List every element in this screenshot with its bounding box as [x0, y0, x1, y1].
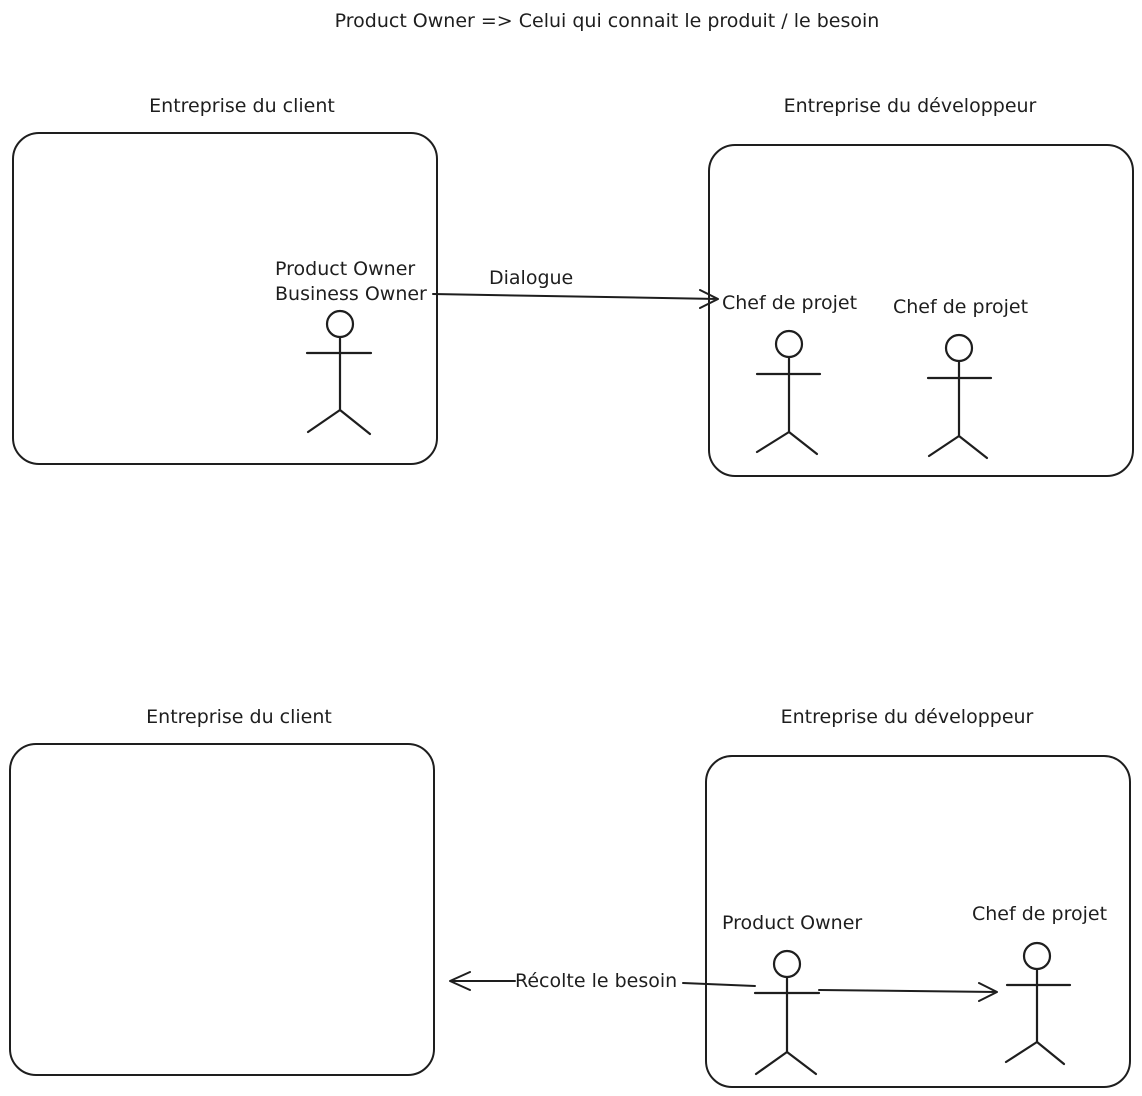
- client-actor-label-line2: Business Owner: [275, 283, 427, 305]
- dialogue-arrow: [432, 289, 719, 309]
- developer-company-box: [708, 144, 1134, 477]
- client-company-label-2: Entreprise du client: [146, 706, 332, 728]
- project-manager-stick-figure: [755, 329, 822, 456]
- developer-actor-2-label: Chef de projet: [893, 296, 1028, 318]
- scenario-2: Entreprise du client Entreprise du dével…: [9, 706, 1131, 1088]
- product-owner-stick-figure-2: [753, 949, 821, 1076]
- developer-actor-1-label: Chef de projet: [722, 292, 857, 314]
- po-to-project-manager-arrow: [818, 982, 998, 1002]
- client-company-box: [12, 132, 438, 465]
- client-company-box-2: [9, 743, 435, 1076]
- developer-company-box-2: [705, 755, 1131, 1088]
- project-manager-stick-figure-2: [926, 333, 993, 460]
- collect-needs-arrow: [449, 971, 756, 991]
- client-company-label: Entreprise du client: [149, 95, 335, 117]
- collect-needs-arrow-label: Récolte le besoin: [515, 970, 677, 992]
- scenario-1: Entreprise du client Entreprise du dével…: [12, 95, 1134, 477]
- developer-actor-1-label-2: Product Owner: [722, 912, 862, 934]
- developer-company-label: Entreprise du développeur: [784, 95, 1037, 117]
- project-manager-stick-figure-3: [1004, 941, 1072, 1066]
- diagram-title: Product Owner => Celui qui connait le pr…: [335, 10, 880, 32]
- product-owner-stick-figure: [305, 309, 373, 436]
- dialogue-arrow-label: Dialogue: [489, 267, 573, 289]
- developer-company-label-2: Entreprise du développeur: [781, 706, 1034, 728]
- client-actor-label-line1: Product Owner: [275, 258, 415, 280]
- developer-actor-2-label-2: Chef de projet: [972, 903, 1107, 925]
